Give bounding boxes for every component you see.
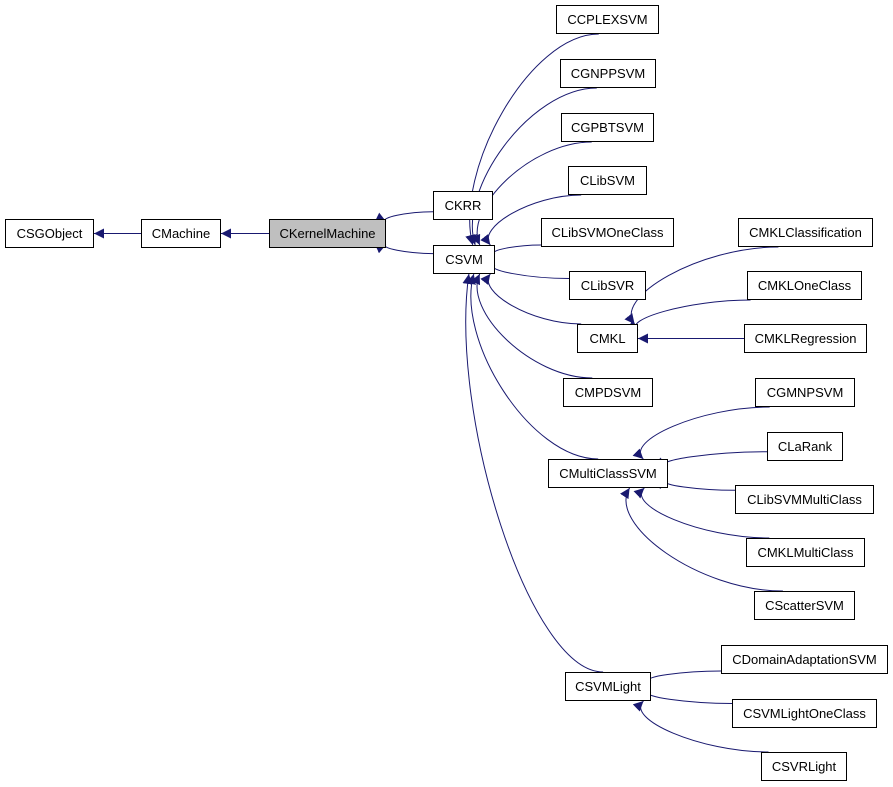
inheritance-edge-cmkloneclass-to-cmkl — [626, 299, 751, 331]
inheritance-edge-cdomainadaptationsvm-to-csvmlight — [639, 670, 722, 683]
inheritance-edge-csvmlight-to-csvm — [462, 273, 604, 673]
node-cgnppsvm[interactable]: CGNPPSVM — [560, 59, 656, 88]
inheritance-edge-cmpdsvm-to-csvm — [470, 273, 593, 379]
inheritance-edge-cmklclassification-to-cmkl — [624, 246, 779, 325]
inheritance-edge-clarank-to-cmulticlasssvm — [656, 451, 768, 467]
node-clarank[interactable]: CLaRank — [767, 432, 843, 461]
node-clibsvr[interactable]: CLibSVR — [569, 271, 646, 300]
node-cscattersvm[interactable]: CScatterSVM — [754, 591, 855, 620]
inheritance-edge-cmklmulticlass-to-cmulticlasssvm — [633, 487, 770, 539]
inheritance-edge-clibsvm-to-csvm — [480, 194, 582, 246]
node-ccplexsvm[interactable]: CCPLEXSVM — [556, 5, 659, 34]
node-clibsvm[interactable]: CLibSVM — [568, 166, 647, 195]
inheritance-edge-cgnppsvm-to-csvm — [467, 87, 597, 246]
inheritance-edge-cmkl-to-csvm — [480, 273, 582, 325]
node-csvmlight[interactable]: CSVMLight — [565, 672, 651, 701]
node-cgpbtsvm[interactable]: CGPBTSVM — [561, 113, 654, 142]
inheritance-edge-csvm-to-ckernelmachine — [374, 244, 434, 255]
node-ckrr[interactable]: CKRR — [433, 191, 493, 220]
node-cmulticlasssvm[interactable]: CMultiClassSVM — [548, 459, 668, 488]
node-cmklclassification[interactable]: CMKLClassification — [738, 218, 873, 247]
node-cmkl[interactable]: CMKL — [577, 324, 638, 353]
node-cmklregression[interactable]: CMKLRegression — [744, 324, 867, 353]
node-csgobject[interactable]: CSGObject — [5, 219, 94, 248]
node-cmkloneclass[interactable]: CMKLOneClass — [747, 271, 862, 300]
node-cdomainadaptationsvm[interactable]: CDomainAdaptationSVM — [721, 645, 888, 674]
node-csvm[interactable]: CSVM — [433, 245, 495, 274]
node-clibsvmmulticlass[interactable]: CLibSVMMultiClass — [735, 485, 874, 514]
node-csvmlightoneclass[interactable]: CSVMLightOneClass — [732, 699, 877, 728]
inheritance-edge-csvmlightoneclass-to-csvmlight — [639, 690, 733, 704]
inheritance-edge-clibsvmmulticlass-to-cmulticlasssvm — [656, 479, 736, 491]
inheritance-edge-cscattersvm-to-cmulticlasssvm — [620, 487, 783, 592]
node-cmpdsvm[interactable]: CMPDSVM — [563, 378, 653, 407]
node-cmachine[interactable]: CMachine — [141, 219, 221, 248]
inheritance-edge-cgpbtsvm-to-csvm — [471, 141, 592, 246]
inheritance-edge-ckrr-to-ckernelmachine — [374, 211, 434, 222]
node-cgmnpsvm[interactable]: CGMNPSVM — [755, 378, 855, 407]
inheritance-edge-csvrlight-to-csvmlight — [632, 700, 769, 753]
node-clibsvmoneclass[interactable]: CLibSVMOneClass — [541, 218, 674, 247]
inheritance-edge-cmulticlasssvm-to-csvm — [466, 273, 599, 460]
node-csvrlight[interactable]: CSVRLight — [761, 752, 847, 781]
node-cmklmulticlass[interactable]: CMKLMultiClass — [746, 538, 865, 567]
inheritance-edge-cgmnpsvm-to-cmulticlasssvm — [632, 406, 770, 460]
inheritance-edge-clibsvmoneclass-to-csvm — [483, 244, 542, 255]
node-ckernelmachine: CKernelMachine — [269, 219, 386, 248]
inheritance-edge-clibsvr-to-csvm — [483, 264, 570, 279]
